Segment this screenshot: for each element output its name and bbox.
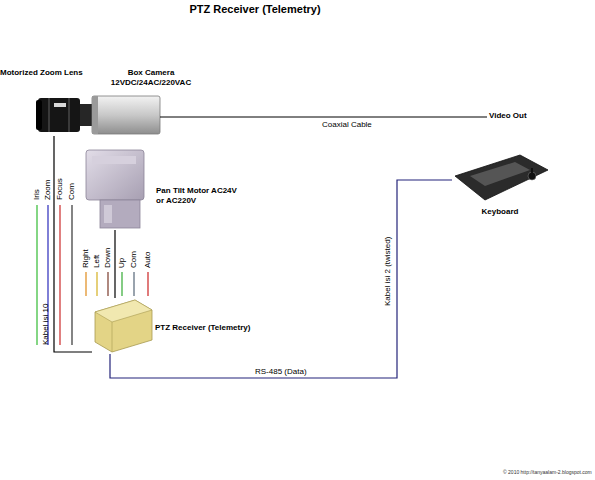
device-node: Keyboard [452, 150, 548, 218]
text-label: Video Out [489, 111, 527, 121]
device-node: Pan Tilt Motor AC24V or AC220V [78, 146, 240, 230]
wire [71, 205, 72, 345]
wire-label: Kabel isi 10 [41, 304, 51, 345]
wire-label: Down [103, 248, 113, 268]
diagram-title: PTZ Receiver (Telemetry) [0, 3, 510, 16]
camera-body [92, 96, 160, 134]
device-heading: Box Camera 12VDC/24AC/220VAC [104, 68, 198, 88]
wire-label: Zoom [43, 180, 53, 200]
device-heading: Keyboard [452, 207, 548, 217]
wire [121, 272, 122, 296]
wire-label: Left [92, 255, 102, 268]
wire [36, 205, 37, 345]
wire [107, 272, 108, 296]
device-heading: PTZ Receiver (Telemetry) [155, 323, 252, 333]
motor-base [100, 200, 140, 228]
wire-label: Focus [55, 178, 65, 200]
device-node: Motorized Zoom Lens [0, 66, 96, 136]
wire-label: Iris [32, 189, 42, 200]
joystick-stick [531, 168, 533, 176]
lens-front [36, 100, 42, 130]
lens-ring [48, 98, 50, 132]
cable-connector [54, 136, 92, 352]
keyboard [455, 155, 548, 200]
device-node: PTZ Receiver (Telemetry) [92, 298, 252, 354]
lens-wires [37, 205, 72, 345]
motor-side [104, 205, 112, 223]
keyboard-keys [470, 162, 530, 186]
device-node: Box Camera 12VDC/24AC/220VAC [104, 66, 198, 136]
motor-housing [86, 150, 144, 200]
wire [133, 272, 134, 296]
box-camera [92, 96, 160, 134]
pan-tilt-motor [86, 150, 144, 228]
keyboard-body [455, 155, 548, 200]
ptz-receiver [95, 300, 152, 352]
lens-sticker [54, 103, 66, 107]
wire-label: Com [67, 183, 77, 200]
camera-front [92, 96, 98, 134]
wire [96, 272, 97, 296]
receiver-top [95, 300, 152, 322]
wire-label: Com [129, 251, 139, 268]
text-label: Coaxial Cable [322, 120, 372, 130]
cable-label: RS-485 (Data) [255, 367, 307, 377]
wire-label: Right [81, 249, 91, 268]
coaxial-cable [160, 117, 487, 118]
device-heading: Motorized Zoom Lens [0, 68, 96, 78]
device-heading: Pan Tilt Motor AC24V or AC220V [156, 186, 238, 206]
receiver-edge [112, 322, 113, 352]
text-label: © 2010 http://tanyaalam-2.blogspot.com [503, 469, 592, 476]
lens-ring [68, 98, 70, 132]
wire [59, 205, 60, 345]
motor-wires [86, 272, 148, 296]
wire-label: Auto [143, 252, 153, 268]
cable-connector [114, 230, 115, 298]
motor-bracket [92, 156, 136, 164]
zoom-lens [36, 98, 94, 132]
receiver-body [95, 300, 152, 352]
cable-connector [110, 180, 452, 378]
wire-label: Kabel isi 2 (twisted) [383, 237, 393, 306]
lens-barrel [38, 98, 80, 132]
wire-label: Up [117, 258, 127, 268]
wire [85, 272, 86, 296]
wire [147, 272, 148, 296]
